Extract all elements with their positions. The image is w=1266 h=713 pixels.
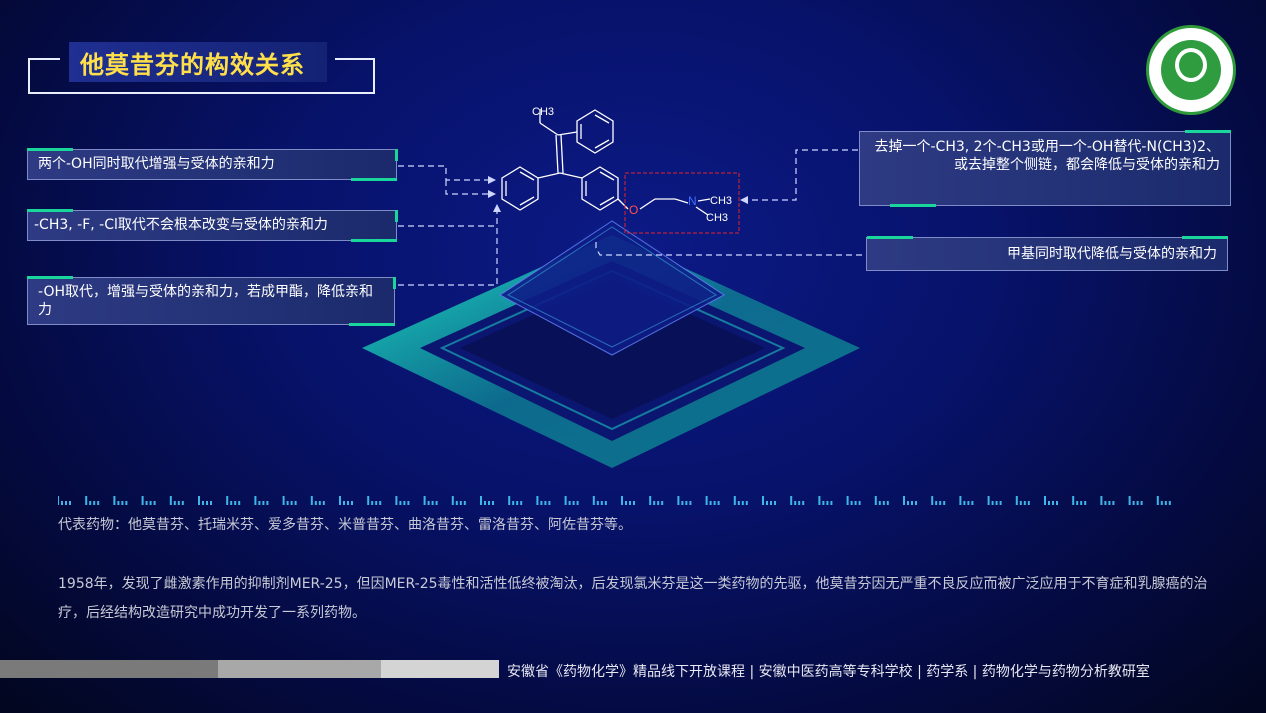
note-methyl-both-text: 甲基同时取代降低与受体的亲和力 [1007,246,1217,262]
school-emblem-icon [1146,25,1236,115]
note-substituents: -CH3, -F, -Cl取代不会根本改变与受体的亲和力 [27,209,398,242]
footer-bar-mid [218,660,381,678]
note-oh-methyl-ester: -OH取代，增强与受体的亲和力，若成甲酯，降低亲和力 [27,276,396,326]
footer-text: 安徽省《药物化学》精品线下开放课程 | 安徽中医药高等专科学校 | 药学系 | … [507,664,1150,680]
n-ch3-label-b: CH3 [706,212,728,224]
note-methyl-both: 甲基同时取代降低与受体的亲和力 [866,236,1228,271]
note-remove-methyl: 去掉一个-CH3, 2个-CH3或用一个-OH替代-N(CH3)2、或去掉整个侧… [859,130,1231,207]
page-title: 他莫昔芬的构效关系 [80,51,305,79]
ch3-top-label: CH3 [532,106,554,118]
footer-bar-light [381,660,499,678]
footer-bar-dark [0,660,218,678]
nitrogen-label: N [688,194,697,208]
title-frame [28,58,375,94]
title-background [69,42,327,82]
oxygen-label: O [629,203,638,217]
representative-drugs: 代表药物：他莫昔芬、托瑞米芬、爱多昔芬、米普昔芬、曲洛昔芬、雷洛昔芬、阿佐昔芬等… [58,517,632,533]
note-substituents-text: -CH3, -F, -Cl取代不会根本改变与受体的亲和力 [34,217,328,233]
note-remove-methyl-text: 去掉一个-CH3, 2个-CH3或用一个-OH替代-N(CH3)2、或去掉整个侧… [874,139,1221,173]
history-paragraph: 1958年，发现了雌激素作用的抑制剂MER-25，但因MER-25毒性和活性低终… [58,576,1208,621]
tamoxifen-structure: CH3 O N CH3 CH3 [501,106,740,234]
n-ch3-label-a: CH3 [710,195,732,207]
note-two-oh-text: 两个-OH同时取代增强与受体的亲和力 [38,156,275,172]
emblem-s-mark [1175,48,1207,82]
note-oh-methyl-ester-text: -OH取代，增强与受体的亲和力，若成甲酯，降低亲和力 [38,284,373,318]
note-two-oh: 两个-OH同时取代增强与受体的亲和力 [27,148,398,181]
decorative-ruler [58,496,1171,505]
isometric-platform [362,215,860,468]
side-chain-highlight [624,172,740,234]
